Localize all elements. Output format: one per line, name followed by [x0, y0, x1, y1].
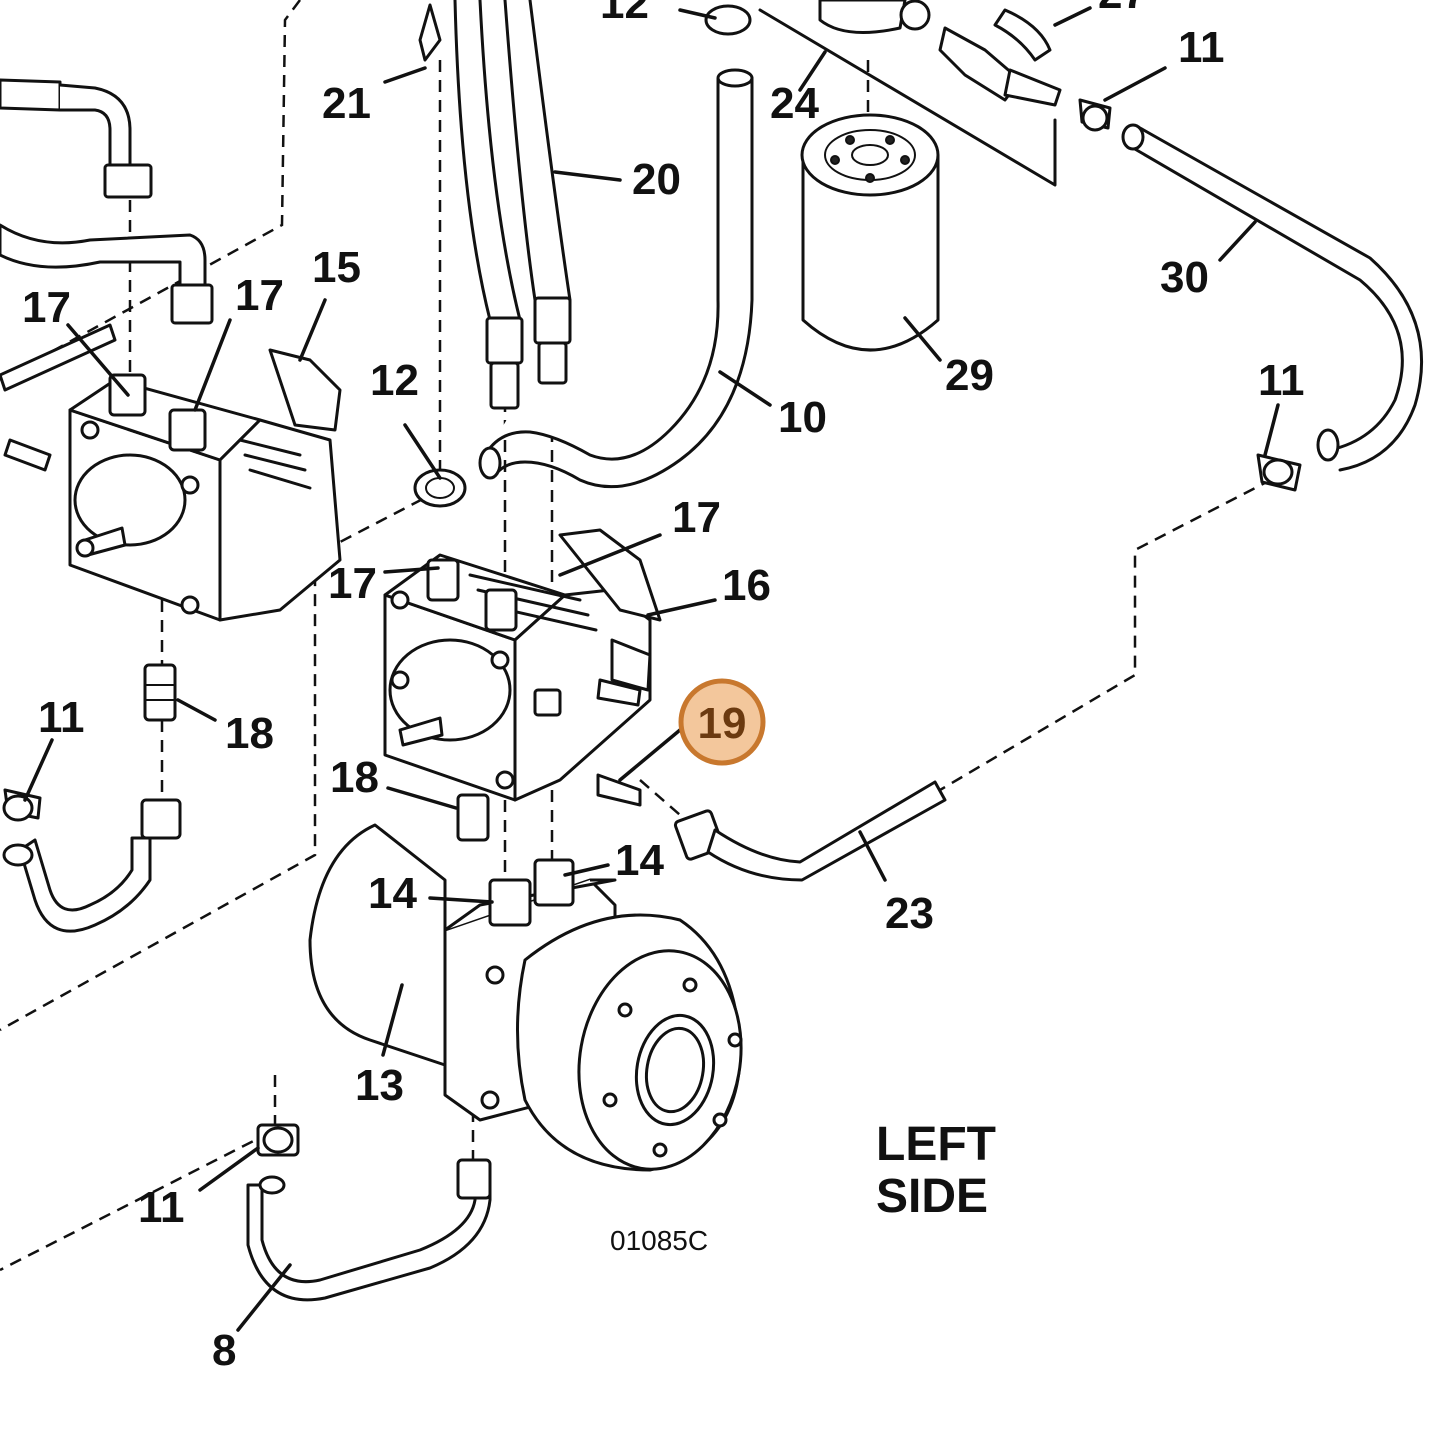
callout-27-top: 27 — [1098, 0, 1147, 18]
fitting-18-center — [456, 793, 490, 842]
callout-24: 24 — [770, 79, 819, 128]
left-tubes — [0, 78, 214, 392]
callout-14-right: 14 — [615, 836, 664, 885]
callout-29: 29 — [945, 351, 994, 400]
callout-labels: 12 27 11 21 24 20 30 17 17 15 12 29 11 1… — [22, 0, 1305, 1375]
callout-17-left-a: 17 — [22, 283, 71, 332]
side-label-line-1: LEFT — [876, 1118, 996, 1171]
callout-15: 15 — [312, 243, 361, 292]
callout-19: 19 — [698, 699, 747, 748]
motor-13 — [308, 823, 743, 1172]
callout-11-top: 11 — [1178, 23, 1225, 72]
leader-lines — [23, 6, 1280, 1332]
callout-8: 8 — [212, 1326, 236, 1375]
center-pump — [383, 528, 662, 802]
callout-30: 30 — [1160, 253, 1209, 302]
hose-23 — [673, 780, 947, 882]
hose-20 — [418, 0, 572, 410]
callout-17-left-b: 17 — [235, 271, 284, 320]
callout-20: 20 — [632, 155, 681, 204]
callout-11-bottom: 11 — [138, 1183, 185, 1232]
callout-16: 16 — [722, 561, 771, 610]
callout-11-right: 11 — [1258, 356, 1305, 405]
callout-18-left: 18 — [225, 709, 274, 758]
clamps-11 — [2, 104, 1294, 1154]
highlight-callout-19[interactable]: 19 — [678, 678, 766, 766]
callout-13: 13 — [355, 1061, 404, 1110]
highlight-circle — [678, 678, 766, 766]
callout-23: 23 — [885, 889, 934, 938]
callout-11-left: 11 — [38, 693, 85, 742]
callout-17-center-right: 17 — [672, 493, 721, 542]
callout-10: 10 — [778, 393, 827, 442]
hose-10 — [478, 68, 754, 489]
callout-12-top: 12 — [600, 0, 649, 28]
callout-14-left: 14 — [368, 869, 417, 918]
callout-17-center-left: 17 — [328, 559, 377, 608]
filter-cartridge — [800, 113, 940, 352]
callout-18-center: 18 — [330, 753, 379, 802]
fitting-19 — [596, 773, 642, 807]
hose-30 — [1121, 123, 1424, 492]
figure-id: 01085C — [610, 1225, 708, 1256]
clamp-12-top — [704, 4, 752, 36]
callout-21: 21 — [322, 79, 371, 128]
fitting-18-left — [143, 663, 177, 722]
left-pump — [3, 348, 342, 622]
side-label-line-2: SIDE — [876, 1170, 988, 1223]
callout-12-mid: 12 — [370, 356, 419, 405]
